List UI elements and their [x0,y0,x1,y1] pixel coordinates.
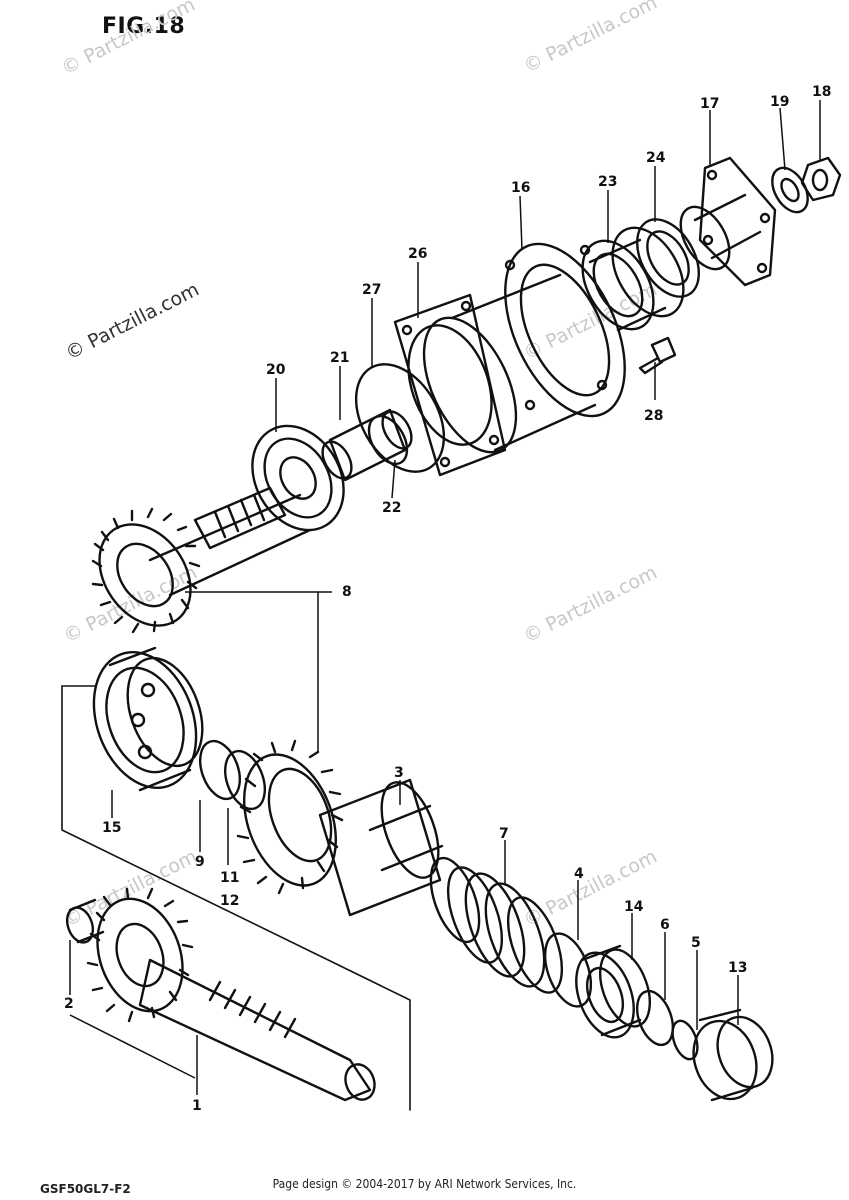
driveshaft-1 [138,958,376,1102]
callout-14: 14 [624,899,644,915]
callout-12: 12 [220,893,239,909]
callout-23: 23 [598,174,617,190]
callout-28: 28 [644,408,663,424]
callout-19: 19 [770,94,789,110]
pinion-shaft [193,486,287,550]
pinion-gear [91,493,312,634]
coupling-flange-17 [679,156,777,287]
drawing-code: GSF50GL7-F2 [40,1182,131,1196]
callout-16: 16 [511,180,530,196]
callout-24: 24 [646,150,666,166]
bearing-23 [581,226,685,332]
drive-gear-2 [65,887,194,1023]
callout-26: 26 [408,246,427,262]
oil-seal-24 [636,218,700,298]
callout-18: 18 [812,84,831,100]
callout-22: 22 [382,500,401,516]
page-footer: Page design © 2004-2017 by ARI Network S… [272,1177,577,1191]
callout-13: 13 [728,960,747,976]
callout-11: 11 [220,870,239,886]
washer-5 [671,1019,699,1061]
callout-5: 5 [691,935,701,951]
pinion-housing-16 [422,242,626,454]
figure-title: FIG.18 [102,14,186,39]
callout-15: 15 [102,820,121,836]
callout-7: 7 [499,826,509,842]
callout-20: 20 [266,362,286,378]
callout-8: 8 [342,584,352,600]
cap-13 [692,1008,774,1102]
shim-11 [224,749,266,811]
ring-gear [236,739,344,895]
callout-1: 1 [192,1098,202,1114]
leader-lines [69,100,821,1095]
o-ring-27 [354,363,446,473]
callout-4: 4 [574,866,584,882]
callout-17: 17 [700,96,719,112]
bolt-28 [638,336,677,375]
nut-18 [800,156,842,202]
callout-9: 9 [195,854,205,870]
callout-21: 21 [330,350,349,366]
gasket-26 [393,293,507,477]
bearing-15 [92,646,204,792]
circlip-6 [635,989,675,1047]
callout-3: 3 [394,765,404,781]
spacer-21 [321,408,413,482]
bearing-14 [575,944,651,1039]
callout-2: 2 [64,996,74,1012]
callout-27: 27 [362,282,381,298]
clutch-sleeve-3 [318,778,444,917]
shim-9 [199,739,241,801]
callout-labels: 1 2 3 4 5 6 7 8 9 11 12 13 14 15 16 17 1… [64,84,831,1114]
group-bracket-lower [61,685,411,1111]
callout-6: 6 [660,917,670,933]
spring-7 [429,856,564,994]
